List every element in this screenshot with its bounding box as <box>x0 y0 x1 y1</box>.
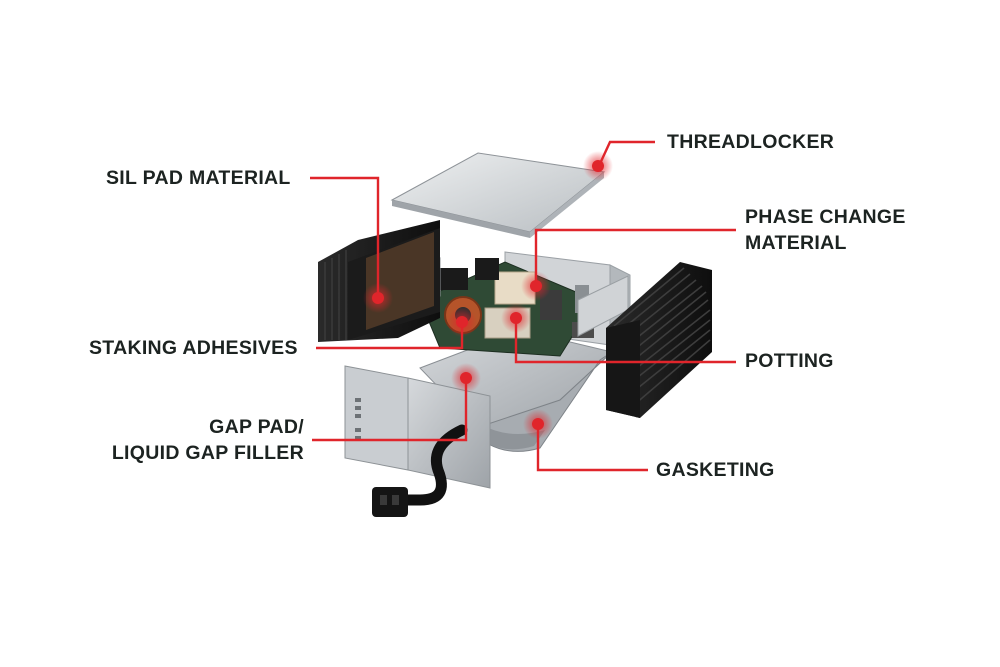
right-heat-sink <box>606 262 712 418</box>
top-lid <box>390 152 606 238</box>
label-potting: POTTING <box>745 350 834 372</box>
phase-change-hotspot <box>521 271 551 301</box>
callout-hotspots <box>363 151 613 439</box>
label-phase-change-material: PHASE CHANGE MATERIAL <box>745 204 906 256</box>
staking-hotspot <box>447 307 477 337</box>
label-gap-pad-line-2: LIQUID GAP FILLER <box>111 442 304 464</box>
gasketing-hotspot <box>523 409 553 439</box>
gap-pad-hotspot <box>451 363 481 393</box>
label-phase-change-line-1: PHASE CHANGE <box>745 206 906 228</box>
label-gap-pad-line-1: GAP PAD/ <box>209 416 304 438</box>
phase-change-line <box>534 228 736 286</box>
label-staking-adhesives: STAKING ADHESIVES <box>89 337 298 359</box>
label-phase-change-line-2: MATERIAL <box>745 232 847 254</box>
sil-pad-hotspot <box>363 283 393 313</box>
label-threadlocker: THREADLOCKER <box>667 131 835 153</box>
label-gap-pad-liquid-gap-filler: GAP PAD/ LIQUID GAP FILLER <box>110 414 304 466</box>
sil-pad-line <box>310 176 380 296</box>
label-gasketing: GASKETING <box>656 459 775 481</box>
label-sil-pad-material: SIL PAD MATERIAL <box>106 167 291 189</box>
gasketing-line <box>536 424 648 472</box>
threadlocker-hotspot <box>583 151 613 181</box>
potting-hotspot <box>501 303 531 333</box>
gap-pad-line <box>312 378 468 442</box>
